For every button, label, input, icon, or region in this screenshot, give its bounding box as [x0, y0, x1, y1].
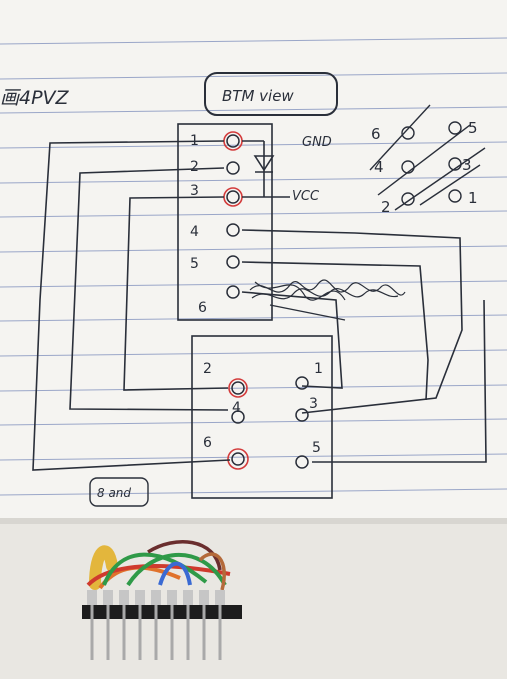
mini-map-3: 3	[462, 156, 472, 174]
bottom-left-pin-2: 2	[203, 361, 212, 377]
mini-map-6: 6	[371, 125, 381, 143]
top-pin-5: 5	[190, 256, 199, 272]
mini-pin-map	[369, 104, 486, 211]
bottom-tag: 8 and	[97, 486, 131, 500]
paper-edge-shadow	[0, 518, 507, 524]
header-plastic	[82, 605, 242, 619]
scribble	[249, 279, 406, 321]
bottom-tag-box	[89, 477, 149, 507]
top-pin-4: 4	[190, 224, 199, 240]
corner-label: 画4PVZ	[0, 87, 70, 109]
top-pin-6: 6	[198, 300, 207, 316]
top-connector-outline	[177, 123, 273, 321]
btm-view-label: BTM view	[222, 87, 294, 105]
top-pin-3: 3	[190, 183, 199, 199]
mini-map-4: 4	[374, 158, 384, 176]
wiring-lines	[32, 140, 487, 471]
paper-sheet	[0, 0, 507, 520]
gnd-note: GND	[302, 135, 332, 150]
pin-header-assembly	[82, 540, 242, 660]
mini-map-2: 2	[381, 198, 391, 216]
top-pin-2: 2	[190, 159, 199, 175]
bottom-left-pin-6: 6	[203, 435, 212, 451]
vcc-note: VCC	[292, 189, 320, 204]
bottom-right-pin-5: 5	[312, 440, 321, 456]
bottom-right-pin-3: 3	[309, 396, 318, 412]
mini-map-5: 5	[468, 119, 478, 137]
diode-symbol	[242, 140, 290, 198]
btm-view-box	[204, 72, 338, 116]
bottom-connector-outline	[191, 335, 333, 499]
mini-map-1: 1	[468, 189, 478, 207]
solder-joints	[87, 590, 225, 605]
bottom-connector-pins	[227, 376, 309, 470]
bottom-right-pin-1: 1	[314, 361, 323, 377]
bottom-left-pin-4: 4	[232, 400, 241, 416]
ruled-lines	[0, 37, 507, 496]
